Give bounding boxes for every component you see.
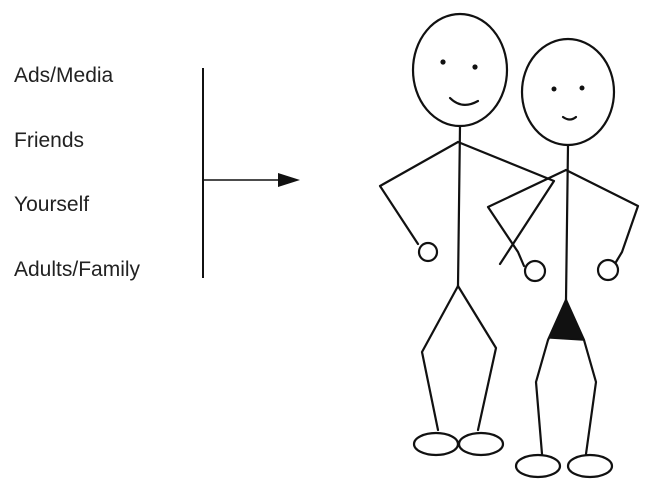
grouping-bracket-line: [202, 68, 204, 278]
right-stick-figure: [486, 37, 640, 479]
stick-figure-couple-icon: [378, 12, 640, 479]
right-arrow-icon: [202, 173, 300, 187]
influence-label-yourself: Yourself: [14, 193, 90, 216]
influence-label-ads-media: Ads/Media: [14, 64, 114, 87]
influence-label-friends: Friends: [14, 129, 85, 152]
left-stick-figure: [378, 12, 556, 457]
influence-label-adults-family: Adults/Family: [14, 258, 141, 281]
